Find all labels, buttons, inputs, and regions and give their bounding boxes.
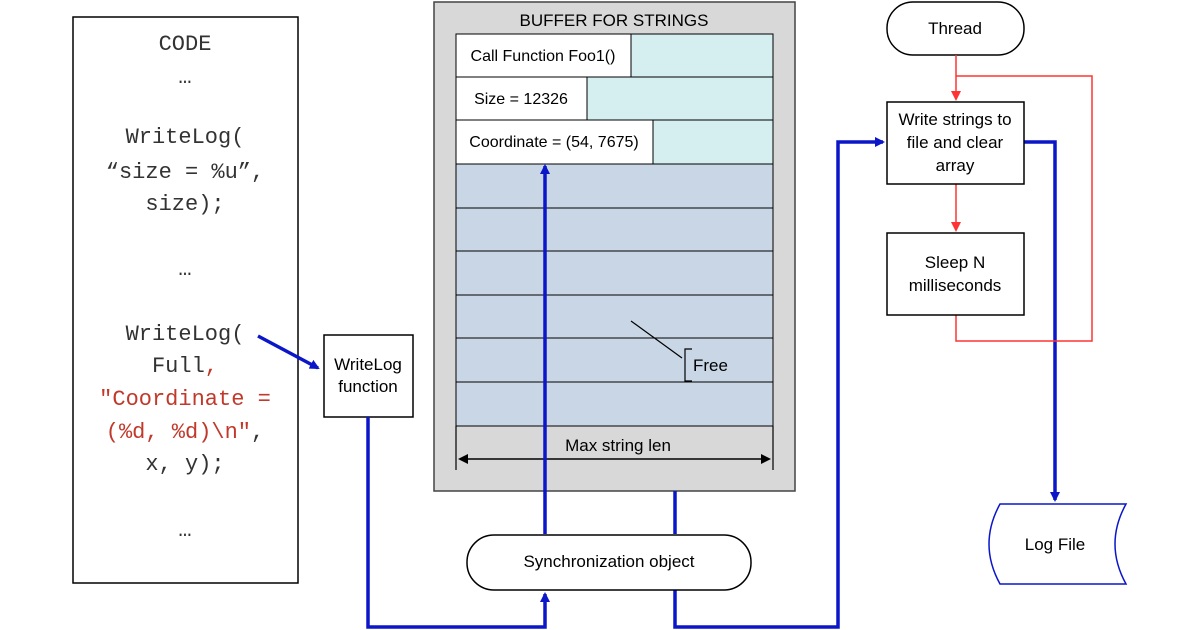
buffer-free-row — [455, 294, 774, 339]
buffer-entry — [455, 119, 654, 165]
writelog-function-label: WriteLog — [334, 355, 402, 374]
code-token: , — [251, 420, 264, 445]
code-title: CODE — [159, 32, 212, 57]
free-label: Free — [693, 356, 728, 375]
loop-back-line — [955, 75, 1093, 342]
code-string: (%d, %d)\n" — [106, 420, 251, 445]
writelog-function-label: function — [338, 377, 398, 396]
code-panel-frame — [72, 16, 299, 584]
code-token: Full — [152, 354, 205, 379]
buffer-entry-text: Size = 12326 — [474, 91, 568, 108]
code-line: Full, — [152, 354, 218, 379]
buffer-entry — [455, 76, 588, 121]
write-step-label: file and clear — [907, 133, 1004, 152]
sleep-step-label: milliseconds — [909, 276, 1002, 295]
log-file-label: Log File — [1025, 535, 1085, 554]
buffer-free-row — [455, 250, 774, 296]
buffer-title: BUFFER FOR STRINGS — [520, 11, 709, 30]
code-ellipsis: … — [178, 65, 191, 90]
code-line: size); — [145, 192, 224, 217]
max-len-label: Max string len — [565, 436, 671, 455]
writer-to-logfile-arrow — [1024, 140, 1060, 502]
call-arrow — [257, 334, 320, 370]
write-step-label: Write strings to — [898, 110, 1011, 129]
code-panel: CODE … WriteLog( “size = %u”, size); … W… — [72, 16, 299, 584]
code-ellipsis: … — [178, 518, 191, 543]
code-line: WriteLog( — [126, 125, 245, 150]
buffer-panel: BUFFER FOR STRINGS Call Function Foo1() … — [433, 1, 796, 492]
sleep-step-label: Sleep N — [925, 253, 985, 272]
code-line: “size = %u”, — [106, 160, 264, 185]
buffer-free-row — [455, 163, 774, 209]
sleep-step — [886, 232, 1025, 316]
sync-to-writer-arrow — [673, 137, 885, 629]
free-callout-bracket — [684, 348, 692, 382]
buffer-entry-text: Call Function Foo1() — [471, 48, 616, 65]
writelog-function-frame — [323, 334, 414, 418]
buffer-free-row — [455, 337, 774, 383]
code-string: "Coordinate = — [99, 387, 271, 412]
writelog-function-box: WriteLog function — [323, 334, 414, 418]
sync-object-shape — [466, 534, 752, 591]
code-ellipsis: … — [178, 257, 191, 282]
thread-label: Thread — [928, 19, 982, 38]
buffer-free-row — [455, 381, 774, 427]
thread-flow: Thread Write strings to file and clear a… — [886, 1, 1093, 342]
log-file-shape — [988, 503, 1128, 585]
code-token: , — [205, 354, 218, 379]
write-step-label: array — [936, 156, 975, 175]
code-line: WriteLog( — [126, 322, 245, 347]
write-strings-step — [886, 101, 1025, 185]
sync-object-label: Synchronization object — [523, 552, 694, 571]
function-to-sync-arrow — [366, 417, 550, 629]
free-callout-line — [630, 320, 683, 359]
buffer-entry-text: Coordinate = (54, 7675) — [469, 134, 638, 151]
log-file: Log File — [988, 503, 1128, 585]
sync-object: Synchronization object — [466, 534, 752, 591]
code-line: (%d, %d)\n", — [106, 420, 264, 445]
buffer-free-row — [455, 207, 774, 252]
code-line: x, y); — [145, 452, 224, 477]
